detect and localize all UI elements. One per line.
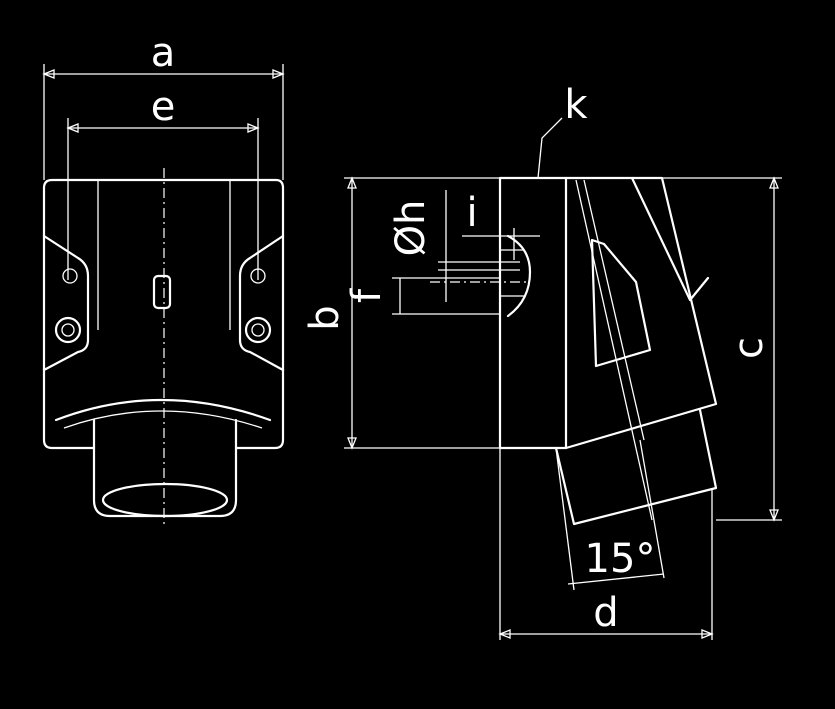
front-left-screw-inner [61,323,75,337]
front-left-lug [42,234,90,372]
dimension-k: k [537,82,588,179]
front-right-screw-inner [251,323,265,337]
side-cable-entry [506,234,532,318]
dimension-b: b [302,176,500,450]
dimension-label-i: i [466,190,477,236]
dimension-label-c: c [726,337,772,359]
dimension-label-k: k [564,82,588,128]
front-view [42,168,285,526]
dimension-label-a: a [151,30,176,76]
dimension-d: d [498,448,714,640]
side-boss [590,238,652,368]
dimension-label-oh: Øh [388,200,434,257]
dimension-label-b: b [302,305,348,330]
front-left-screw [54,316,82,344]
front-lower-arch-inner [63,410,263,429]
front-right-screw [244,316,272,344]
dimension-e: e [66,84,260,280]
dimension-label-angle: 15° [585,536,656,582]
front-center-slot [152,274,172,310]
dimension-c: c [662,176,782,522]
side-wall-plate [498,176,568,450]
front-left-small-hole [62,268,78,284]
front-right-lug [238,234,285,372]
dimension-f: f [344,277,500,315]
dimension-i: i [462,190,540,260]
front-socket-sleeve [92,418,238,518]
front-lower-arch [54,398,272,422]
side-socket-body [564,176,718,450]
dimension-a: a [42,30,285,180]
side-socket-body-inner [575,179,653,521]
front-socket-opening [101,482,229,518]
dimension-label-e: e [151,84,176,130]
dimension-angle: 15° [555,439,665,591]
side-socket-cap [554,408,718,526]
side-lid-hinge [630,176,710,302]
dimension-oh: Øh [388,190,520,302]
side-view [430,176,718,526]
dimension-label-f: f [344,288,390,303]
dimension-label-d: d [593,590,618,636]
front-housing-outline [42,178,285,450]
